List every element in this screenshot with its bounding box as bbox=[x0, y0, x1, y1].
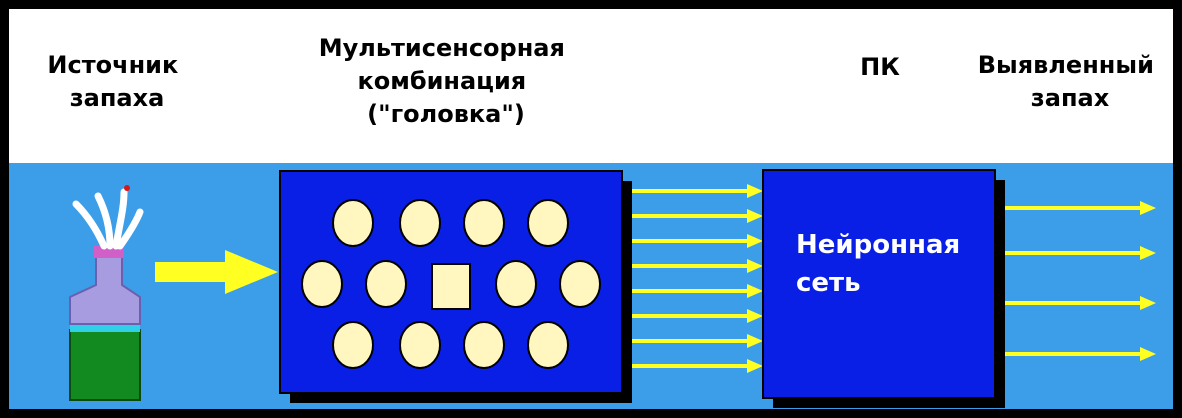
sensor-element bbox=[464, 200, 504, 246]
header-pc-label: ПК bbox=[860, 53, 900, 81]
sensor-element bbox=[528, 200, 568, 246]
header-detected-line-1: Выявленный bbox=[978, 51, 1154, 79]
sensor-element bbox=[560, 261, 600, 307]
header-detected-line-2: запах bbox=[1031, 84, 1110, 112]
bottle-band bbox=[70, 324, 140, 332]
neural-net-line-2: сеть bbox=[796, 268, 861, 298]
sensor-element bbox=[333, 322, 373, 368]
sensor-element bbox=[464, 322, 504, 368]
sensor-element bbox=[400, 322, 440, 368]
bottle-body bbox=[70, 330, 140, 400]
neural-net-line-1: Нейронная bbox=[796, 230, 960, 260]
header-source-line-1: Источник bbox=[47, 51, 178, 79]
sensor-element bbox=[302, 261, 342, 307]
sensor-element bbox=[366, 261, 406, 307]
vapor-dot bbox=[124, 185, 130, 191]
sensor-element bbox=[400, 200, 440, 246]
header-band bbox=[9, 9, 1173, 163]
sensor-element-square bbox=[432, 264, 470, 309]
sensor-element bbox=[333, 200, 373, 246]
header-multisensor-line-1: Мультисенсорная bbox=[319, 34, 565, 62]
header-source-line-2: запаха bbox=[70, 84, 165, 112]
header-multisensor-line-2: комбинация bbox=[357, 67, 526, 95]
sensor-element bbox=[528, 322, 568, 368]
sensor-element bbox=[496, 261, 536, 307]
header-multisensor-line-3: ("головка") bbox=[367, 100, 525, 128]
